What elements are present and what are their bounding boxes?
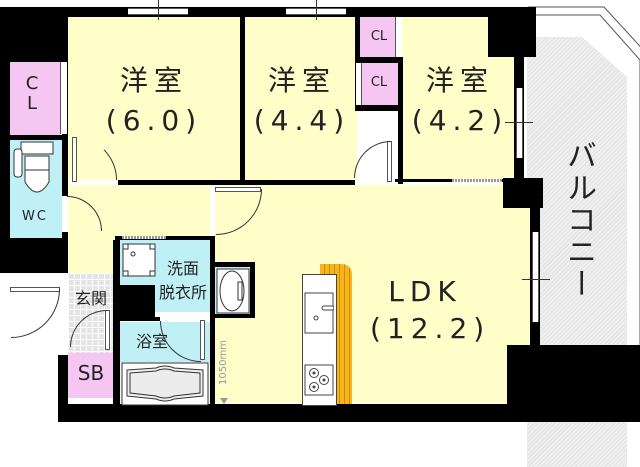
wall-closet-divider — [355, 57, 400, 63]
closet-mid-top-label: CL — [370, 29, 388, 44]
wash-basin-icon — [216, 268, 250, 314]
toilet-icon — [13, 141, 54, 193]
ldk-label: LDK — [388, 275, 462, 308]
room3-sliding-strip — [452, 179, 502, 182]
western-room-2-size: (4.4) — [253, 104, 351, 137]
room2-door-opening — [355, 180, 395, 185]
washroom-label-line2: 脱衣所 — [158, 283, 207, 302]
western-room-1-size: (6.0) — [105, 104, 203, 137]
wall-wash-inner-block — [120, 285, 155, 317]
bathtub-icon — [121, 362, 209, 406]
wall-closet-wc-divider — [0, 135, 68, 140]
wall-top-left-block — [0, 7, 68, 62]
wall-left-wc-bottom — [0, 238, 68, 273]
kitchen-sink-icon — [304, 292, 334, 334]
closet-mid-top — [360, 17, 398, 57]
wall-bottom — [58, 404, 640, 422]
window-ldk — [532, 232, 539, 322]
wall-room1-room2 — [240, 17, 245, 182]
closet-left-door[interactable] — [60, 62, 67, 134]
closet-left — [10, 62, 60, 135]
ldk-room — [215, 185, 533, 403]
wall-closet-bottom — [355, 105, 400, 111]
room1-door-opening — [70, 180, 118, 185]
dimension-arrow-icon — [220, 398, 228, 404]
closet-mid-bottom-door[interactable] — [356, 63, 362, 105]
shoe-box-label: SB — [77, 361, 105, 385]
western-room-3-label: 洋室 — [425, 64, 494, 97]
stove-burners-icon — [304, 364, 334, 396]
entrance-label: 玄関 — [74, 289, 107, 308]
western-room-1-label: 洋室 — [119, 64, 188, 97]
western-room-3-size: (4.2) — [411, 104, 509, 137]
shoe-box — [68, 352, 114, 398]
dimension-note: 1050mm — [218, 340, 229, 385]
wall-wc-right — [62, 62, 68, 242]
washing-machine-pan-icon — [122, 243, 156, 277]
wall-wash-alcove — [210, 262, 255, 267]
wc-label: WC — [22, 209, 48, 224]
ldk-door-opening — [210, 186, 215, 236]
balcony-outline — [528, 6, 640, 422]
wall-wash-right — [210, 236, 215, 406]
front-door-opening — [58, 283, 68, 328]
balcony-label: バルコニー — [561, 140, 596, 300]
wall-left-upper — [0, 7, 10, 242]
bathroom-label: 浴室 — [135, 332, 168, 351]
wall-mid-right-block — [503, 178, 543, 208]
washroom-label-line1: 洗面 — [166, 259, 199, 278]
wall-room3-left — [398, 57, 403, 184]
wall-bottom-right-block — [507, 345, 640, 422]
window-ldk-crosshair — [522, 279, 550, 280]
closet-mid-top-door[interactable] — [395, 17, 401, 57]
wall-corner-top-right — [488, 7, 536, 57]
wash-sliding-strip — [122, 236, 166, 239]
wall-wash-alcove-bottom — [210, 314, 255, 318]
wall-entrance-right — [113, 240, 118, 406]
closet-mid-bottom-label: CL — [370, 75, 388, 90]
wall-wash-alcove-right — [250, 262, 255, 318]
closet-mid-bottom — [360, 63, 398, 105]
wall-rooms-bottom-1 — [118, 180, 358, 185]
window-room1-tick — [158, 0, 159, 20]
wash-door-opening — [172, 314, 210, 319]
wall-entrance-left — [58, 355, 68, 422]
wall-wash-bath-divider — [120, 317, 160, 321]
western-room-2-label: 洋室 — [267, 64, 336, 97]
ldk-size: (12.2) — [370, 312, 491, 345]
window-room3-crosshair — [505, 122, 533, 123]
wall-top — [0, 7, 536, 17]
window-room3 — [516, 88, 523, 158]
closet-left-label: C L — [25, 73, 39, 114]
window-room2-tick — [316, 0, 317, 20]
western-room-4-4 — [245, 16, 357, 180]
wc-door-opening — [62, 196, 68, 232]
